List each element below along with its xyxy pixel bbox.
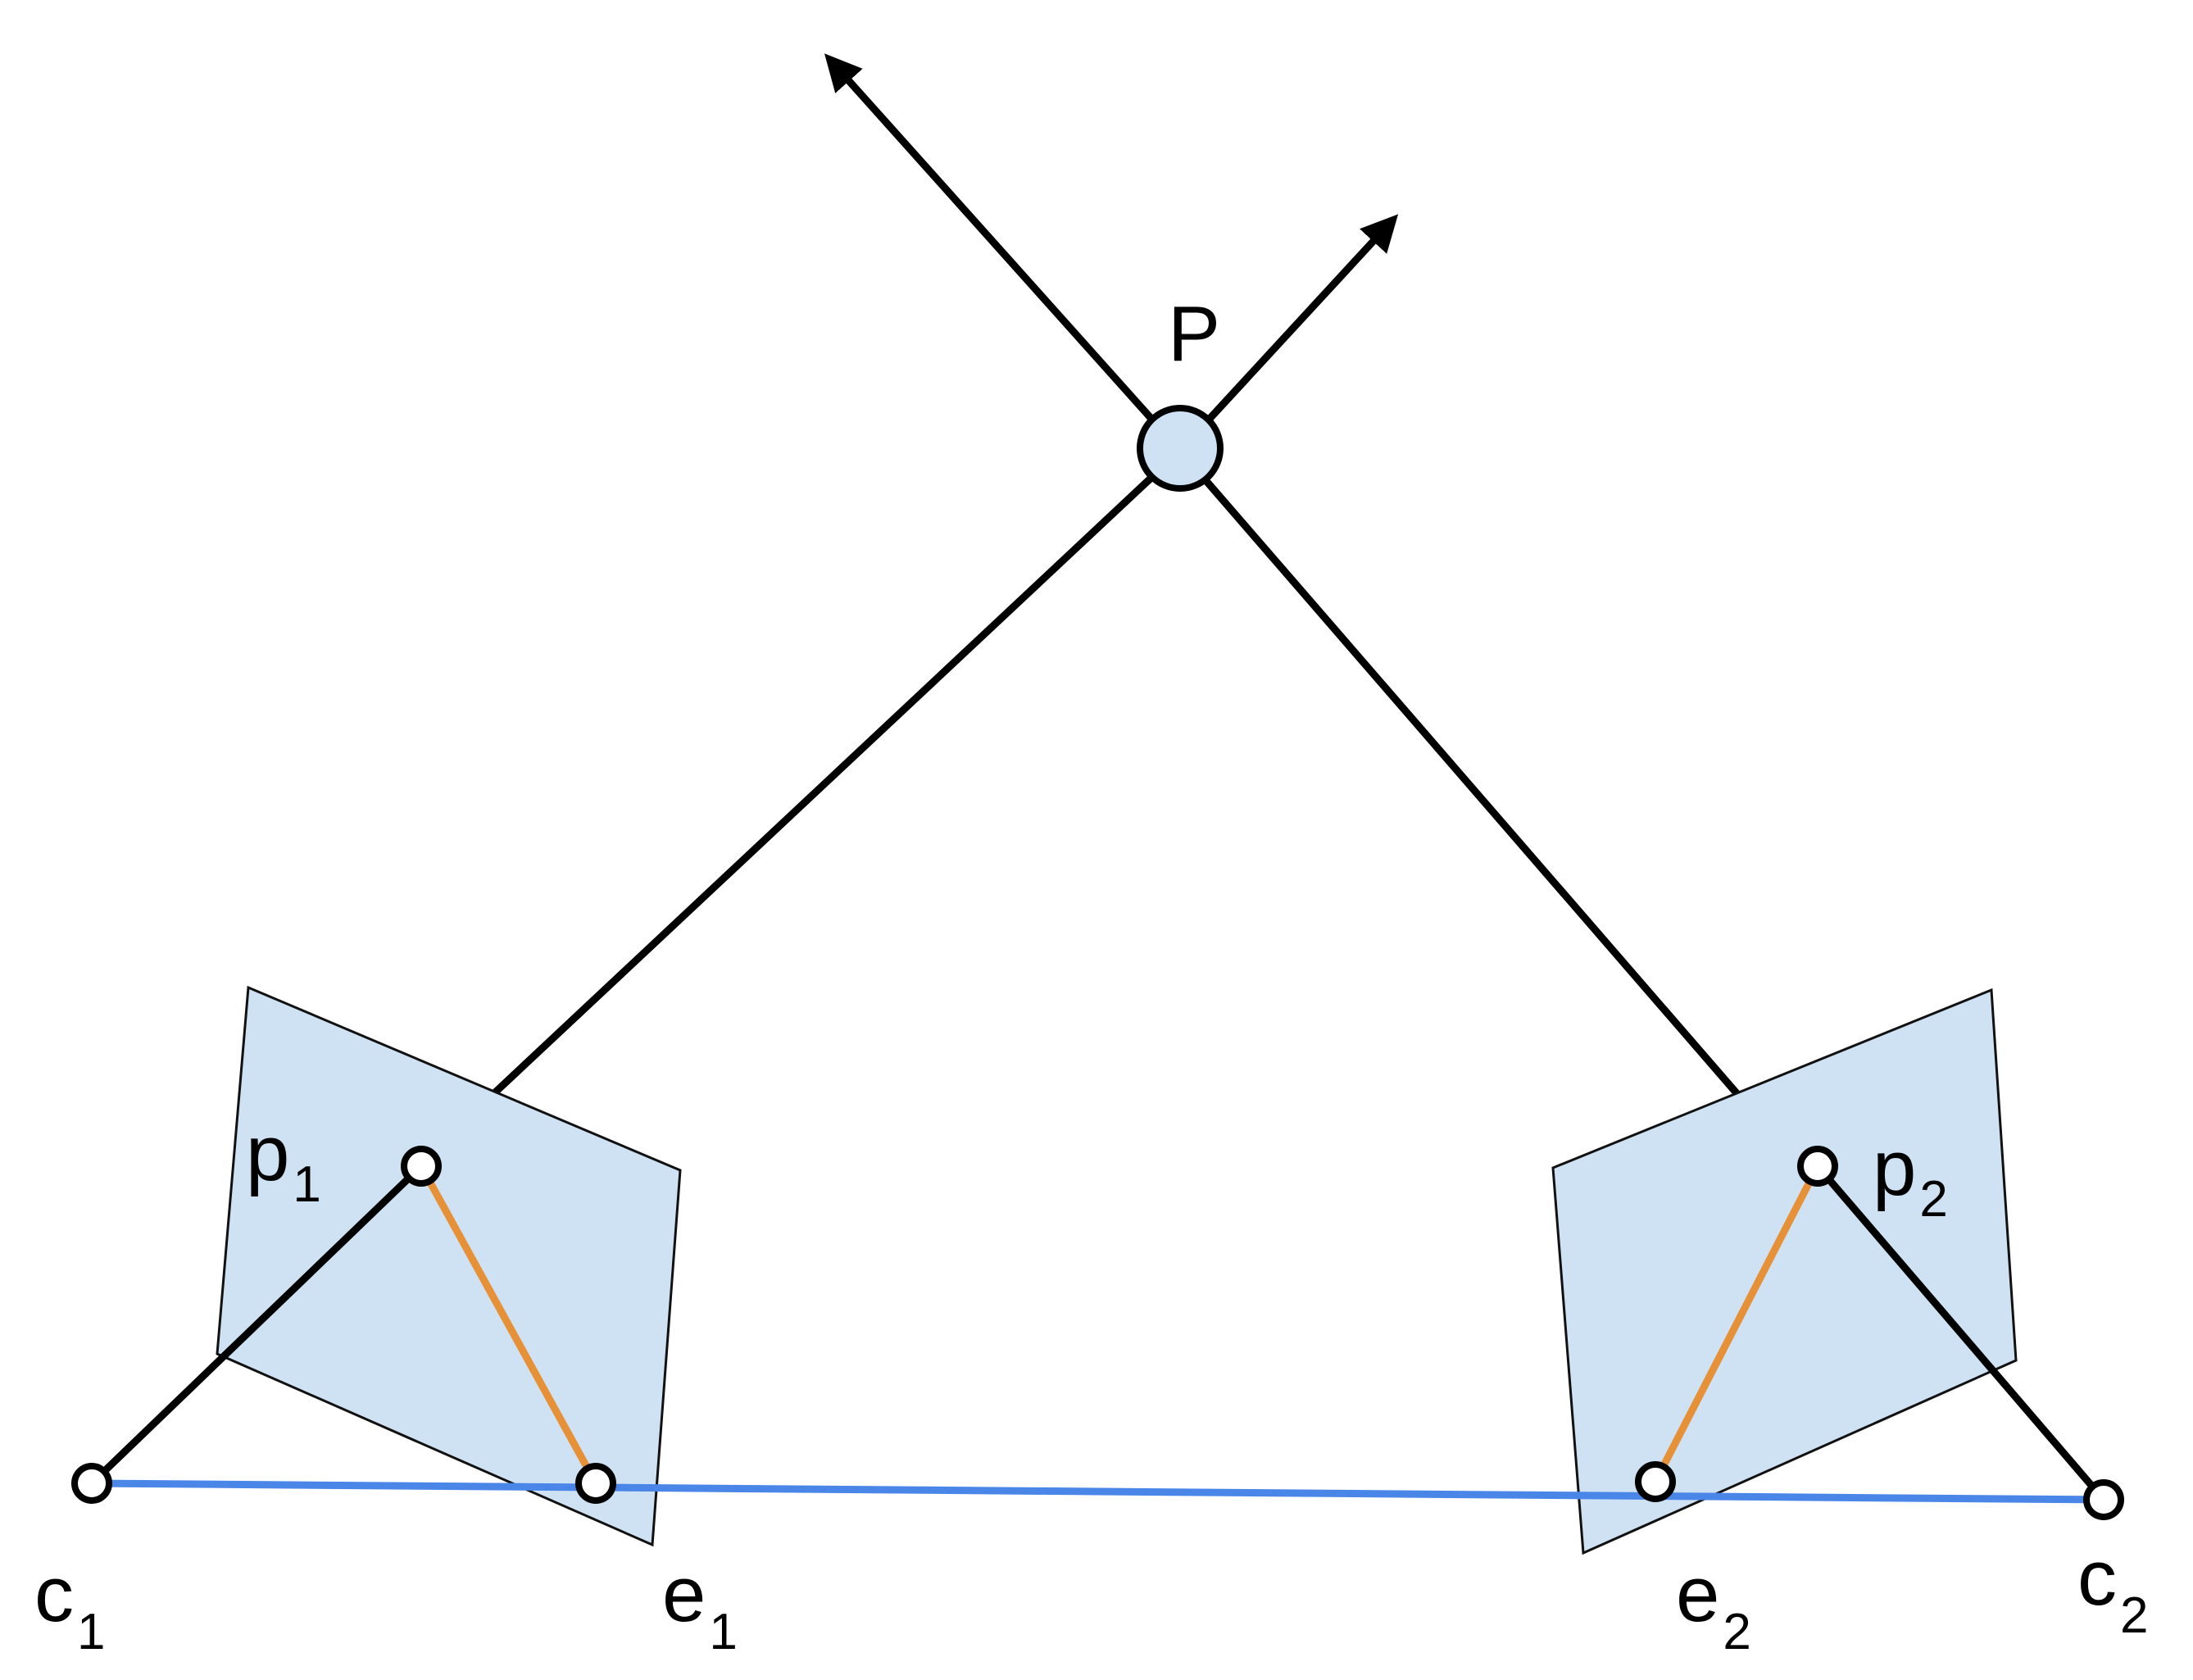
ray-p-to-plane-2	[1177, 448, 1741, 1097]
label-e2-sub: 2	[1723, 1604, 1750, 1660]
label-c2-base: c	[2077, 1534, 2117, 1622]
point-e2	[1635, 1461, 1676, 1502]
label-c1-sub: 1	[77, 1604, 105, 1660]
point-p1	[401, 1146, 442, 1187]
point-c2	[2083, 1479, 2124, 1520]
ray-arrow-left	[824, 53, 1183, 454]
image-plane-1	[216, 985, 682, 1547]
epipolar-line-1	[418, 1164, 599, 1486]
label-e2-base: e	[1676, 1551, 1719, 1638]
baseline	[91, 1479, 2104, 1504]
label-p2-sub: 2	[1919, 1171, 1947, 1228]
ray-p-to-plane-1	[490, 447, 1183, 1097]
label-c1: c1	[34, 1551, 105, 1660]
label-e1-sub: 1	[709, 1604, 737, 1660]
image-plane-2	[1551, 988, 2018, 1555]
ray-c2-to-p2	[1814, 1164, 2107, 1502]
label-p1-base: p	[246, 1110, 289, 1197]
label-p2-base: p	[1873, 1124, 1916, 1212]
label-p2: p2	[1873, 1124, 1948, 1228]
ray-arrow-right	[1177, 214, 1399, 454]
label-c2-sub: 2	[2120, 1587, 2148, 1644]
label-e1: e1	[662, 1551, 738, 1660]
point-P	[1137, 405, 1224, 492]
label-e2: e2	[1676, 1551, 1751, 1660]
point-p2	[1797, 1146, 1838, 1187]
ray-c1-to-p1	[89, 1163, 425, 1487]
point-e1	[575, 1463, 616, 1504]
label-P: P	[1168, 290, 1220, 378]
label-e1-base: e	[662, 1551, 706, 1638]
label-p1-sub: 1	[293, 1156, 320, 1213]
point-c1	[71, 1463, 112, 1504]
label-p1: p1	[246, 1110, 321, 1213]
epipolar-line-2	[1651, 1164, 1822, 1484]
label-c2: c2	[2077, 1534, 2148, 1644]
label-c1-base: c	[34, 1551, 74, 1638]
